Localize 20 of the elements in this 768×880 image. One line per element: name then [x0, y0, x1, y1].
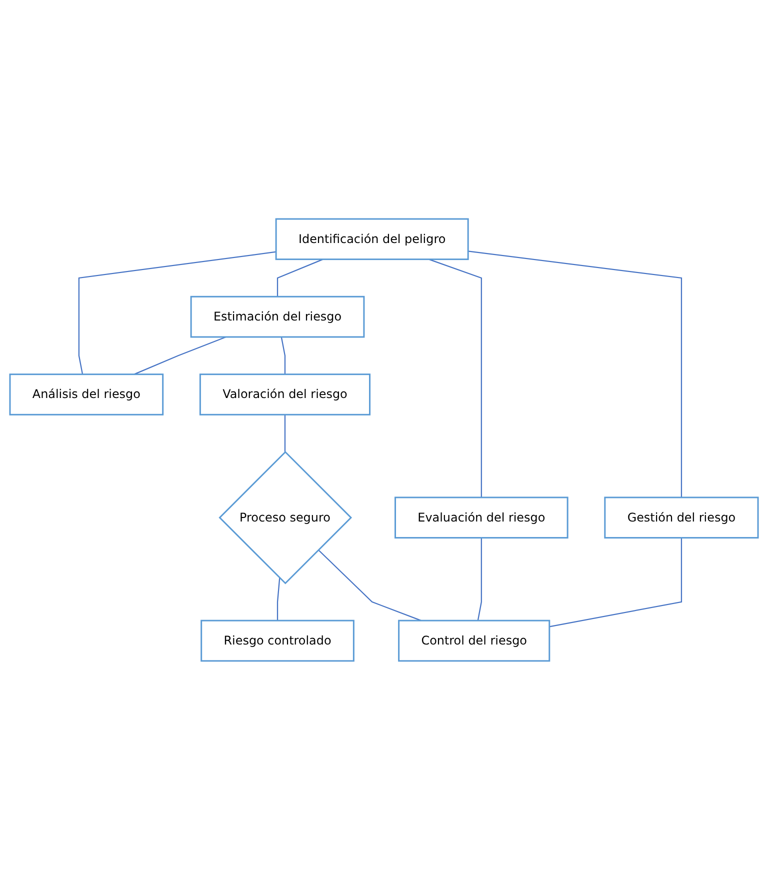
node-box: Análisis del riesgo [9, 374, 164, 416]
connector [276, 258, 324, 297]
node-box: Control del riesgo [398, 620, 550, 662]
connector [280, 336, 286, 374]
node-box: Gestión del riesgo [604, 496, 759, 539]
node-box: Evaluación del riesgo [394, 496, 568, 539]
node-box: Riesgo controlado [200, 620, 354, 662]
connector [477, 538, 482, 621]
node-box: Identificación del peligro [275, 218, 469, 260]
connector [549, 538, 682, 628]
node-box: Valoración del riesgo [199, 374, 371, 416]
node-box: Estimación del riesgo [190, 296, 365, 338]
connector [134, 336, 226, 375]
connector [318, 550, 422, 622]
node-diamond: Proceso seguro [218, 450, 352, 584]
connector [468, 250, 682, 498]
connector [78, 251, 276, 374]
connector [276, 578, 280, 621]
connector [428, 258, 482, 498]
connector [284, 414, 286, 452]
